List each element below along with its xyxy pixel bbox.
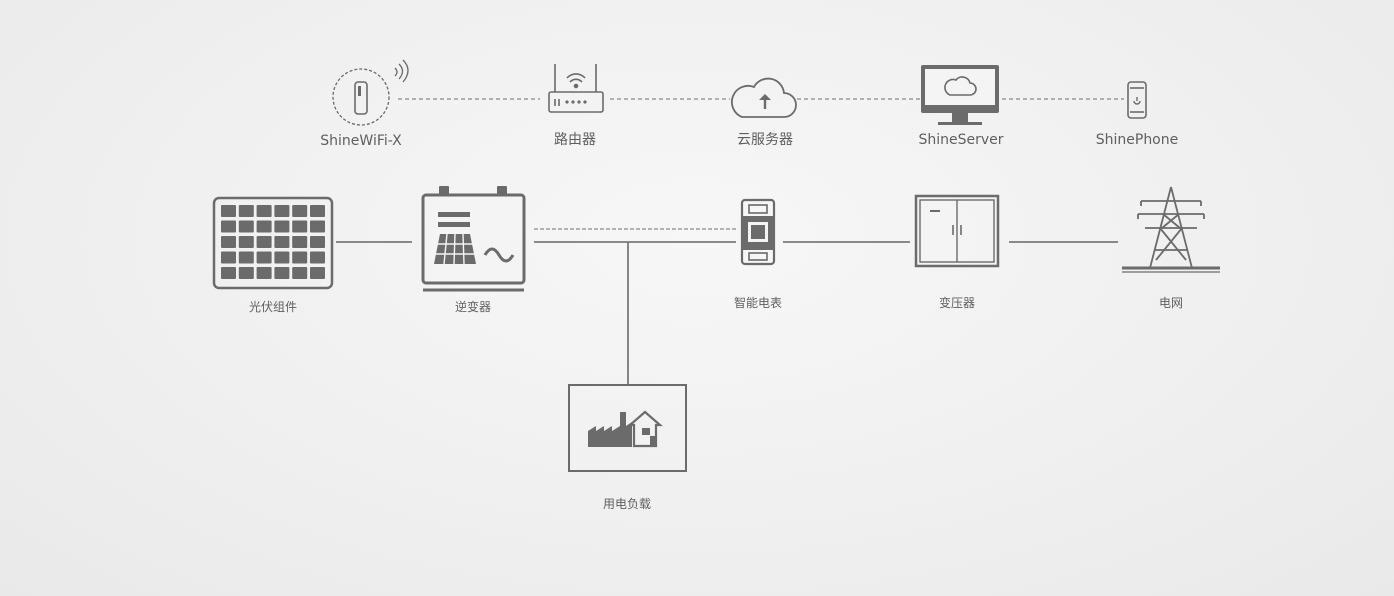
router-icon	[548, 64, 604, 113]
pv-cell	[238, 205, 254, 217]
pv-cell	[238, 236, 254, 248]
shineserver-label: ShineServer	[918, 132, 1003, 148]
inverter-icon	[421, 186, 526, 292]
pv-cell	[221, 205, 236, 217]
load-label: 用电负载	[603, 497, 651, 511]
router-label: 路由器	[554, 132, 596, 148]
pv-cell	[292, 251, 308, 264]
power-links	[336, 241, 1118, 385]
pv-cell	[310, 220, 325, 233]
transformer-cabinet-icon	[914, 194, 1000, 268]
transformer-label: 变压器	[939, 295, 975, 310]
pv-cell	[221, 220, 236, 233]
pv-cell	[238, 251, 254, 264]
pv-cell	[256, 236, 272, 248]
pv-cell	[292, 205, 308, 217]
power-tower-icon	[1122, 186, 1220, 273]
pv-cell	[274, 236, 290, 248]
pv-cell	[310, 267, 325, 279]
pv-cell	[238, 267, 254, 279]
solar-panel-icon	[212, 196, 334, 290]
pv-module-label: 光伏组件	[249, 300, 297, 314]
pv-cell	[256, 267, 272, 279]
pv-cell	[274, 251, 290, 264]
smartphone-icon	[1127, 81, 1147, 119]
pv-cell	[274, 267, 290, 279]
pv-cell	[221, 236, 236, 248]
pv-cell	[310, 205, 325, 217]
smart-meter-label: 智能电表	[734, 295, 782, 310]
pv-cell	[310, 236, 325, 248]
inverter-label: 逆变器	[455, 299, 491, 314]
cloud-server-label: 云服务器	[737, 132, 793, 148]
pv-cell	[292, 267, 308, 279]
pv-cell	[292, 220, 308, 233]
grid-label: 电网	[1159, 296, 1183, 310]
cloud-upload-icon	[730, 77, 797, 118]
pv-cell	[274, 205, 290, 217]
shinephone-label: ShinePhone	[1096, 132, 1179, 148]
smart-meter-icon	[740, 198, 776, 266]
pv-cell	[221, 267, 236, 279]
pv-cell	[274, 220, 290, 233]
monitor-cloud-icon	[921, 65, 999, 125]
wifi-dongle-icon	[332, 59, 409, 126]
factory-house-icon	[568, 384, 687, 472]
pv-cell	[256, 251, 272, 264]
pv-cell	[310, 251, 325, 264]
shinewifi-label: ShineWiFi-X	[320, 133, 402, 149]
pv-cell	[256, 220, 272, 233]
pv-cell	[238, 220, 254, 233]
pv-cell	[221, 251, 236, 264]
pv-cell	[256, 205, 272, 217]
pv-cell	[292, 236, 308, 248]
